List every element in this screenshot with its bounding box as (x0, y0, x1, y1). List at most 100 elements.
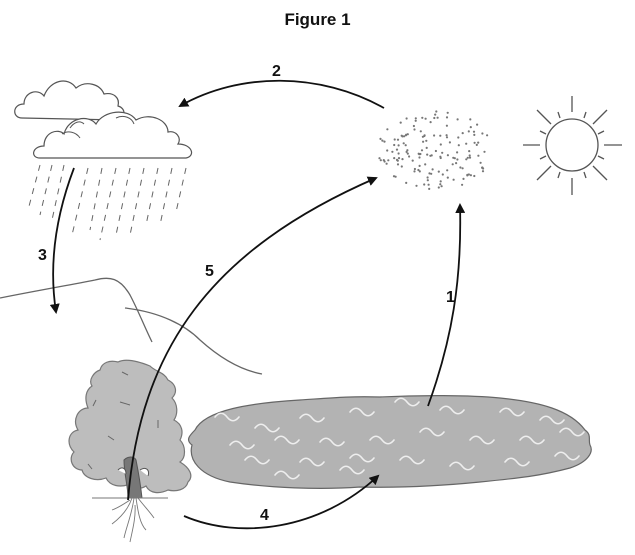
vapour-dot (404, 144, 407, 147)
vapour-dot (394, 175, 397, 178)
wave-mark (559, 427, 585, 437)
vapour-dot (393, 157, 396, 160)
wave-mark (394, 397, 420, 407)
wave-mark (449, 461, 475, 471)
vapour-dot (426, 153, 429, 156)
vapour-dot (436, 116, 439, 119)
vapour-dot (383, 160, 386, 163)
vapour-dot (437, 186, 440, 189)
vapour-dot (428, 187, 431, 190)
vapour-dot (434, 149, 437, 153)
vapour-dot (457, 144, 460, 147)
vapour-dot (451, 163, 454, 166)
vapour-dot (413, 170, 416, 173)
vapour-dot (423, 183, 426, 186)
vapour-dot (456, 151, 459, 154)
vapour-dot (439, 143, 442, 146)
vapour-dot (418, 156, 421, 159)
vapour-dot (481, 132, 484, 135)
wave-mark (419, 427, 445, 437)
vapour-dot (412, 124, 415, 128)
vapour-dot (473, 174, 476, 178)
vapour-dot (466, 173, 469, 176)
vapour-dot (467, 130, 470, 133)
vapour-dot (397, 144, 400, 147)
vapour-dot (423, 134, 426, 137)
vapour-dot (378, 157, 381, 160)
vapour-dot (445, 136, 449, 139)
vapour-dot (469, 126, 472, 129)
vapour-dot (411, 159, 414, 162)
vapour-dot (425, 146, 428, 149)
vapour-dot (429, 154, 432, 157)
vapour-dot (396, 163, 400, 166)
vapour-dot (457, 136, 460, 139)
figure-title: Figure 1 (284, 10, 351, 29)
wave-mark (554, 451, 580, 461)
arrow-3-label: 3 (38, 247, 47, 264)
vapour-dot (481, 166, 484, 169)
wave-mark (274, 435, 300, 445)
vapour-dot (405, 117, 408, 120)
vapour-dot (426, 179, 429, 182)
vapour-dot (406, 152, 409, 155)
vapour-dot (473, 141, 476, 144)
vapour-dot (426, 176, 429, 179)
vapour-dot (429, 121, 432, 124)
vapour-dot (477, 154, 480, 157)
vapour-dot (393, 138, 396, 141)
vapour-dot (408, 155, 411, 158)
vapour-dot (445, 124, 448, 127)
vapour-dot (445, 116, 449, 119)
vapour-dot (461, 183, 464, 186)
vapour-dot (396, 138, 400, 141)
vapour-dot (461, 167, 464, 170)
wave-mark (349, 453, 375, 463)
wave-mark (254, 423, 280, 433)
vapour-dot (446, 111, 449, 114)
wave-mark (369, 435, 395, 445)
vapour-dot (462, 177, 465, 180)
arrow-5-transpiration (127, 176, 378, 501)
vapour-dot (446, 169, 449, 172)
vapour-dot (395, 148, 399, 151)
wave-mark (469, 435, 495, 445)
vapour-dot (381, 139, 384, 142)
vapour-dot (405, 181, 408, 184)
arrow-1-label: 1 (446, 289, 455, 306)
vapour-dot (431, 168, 434, 171)
vapour-dot (383, 140, 386, 143)
arrows (49, 79, 466, 530)
wave-mark (539, 415, 565, 425)
vapour-dot (425, 139, 428, 142)
vapour-dot (439, 155, 442, 158)
vapour-dot (387, 159, 390, 162)
vapour-dot (446, 154, 449, 157)
rain (27, 164, 187, 241)
vapour-dot (486, 134, 489, 137)
vapour-dot (397, 157, 401, 160)
sun-icon (523, 96, 622, 195)
vapour-dot (430, 172, 433, 175)
vapour-dot (445, 134, 448, 137)
vapour-dot (476, 123, 479, 126)
vapour-dot (456, 118, 459, 121)
vapour-dot (481, 170, 485, 173)
wave-mark (499, 407, 525, 417)
vapour-dot (385, 162, 388, 165)
lake (187, 395, 592, 489)
vapour-dot (468, 156, 472, 159)
vapour-dot (439, 134, 442, 137)
vapour-dot (405, 150, 408, 153)
vapour-dot (406, 149, 409, 152)
vapour-dot (440, 185, 443, 188)
arrow-2-condensation (178, 79, 385, 109)
vapour-dot (465, 158, 468, 161)
hills (0, 277, 263, 375)
vapour-dot (386, 128, 389, 131)
water-vapour (378, 110, 489, 190)
vapour-dot (379, 159, 382, 162)
vapour-dot (448, 141, 451, 144)
wave-mark (299, 457, 325, 467)
